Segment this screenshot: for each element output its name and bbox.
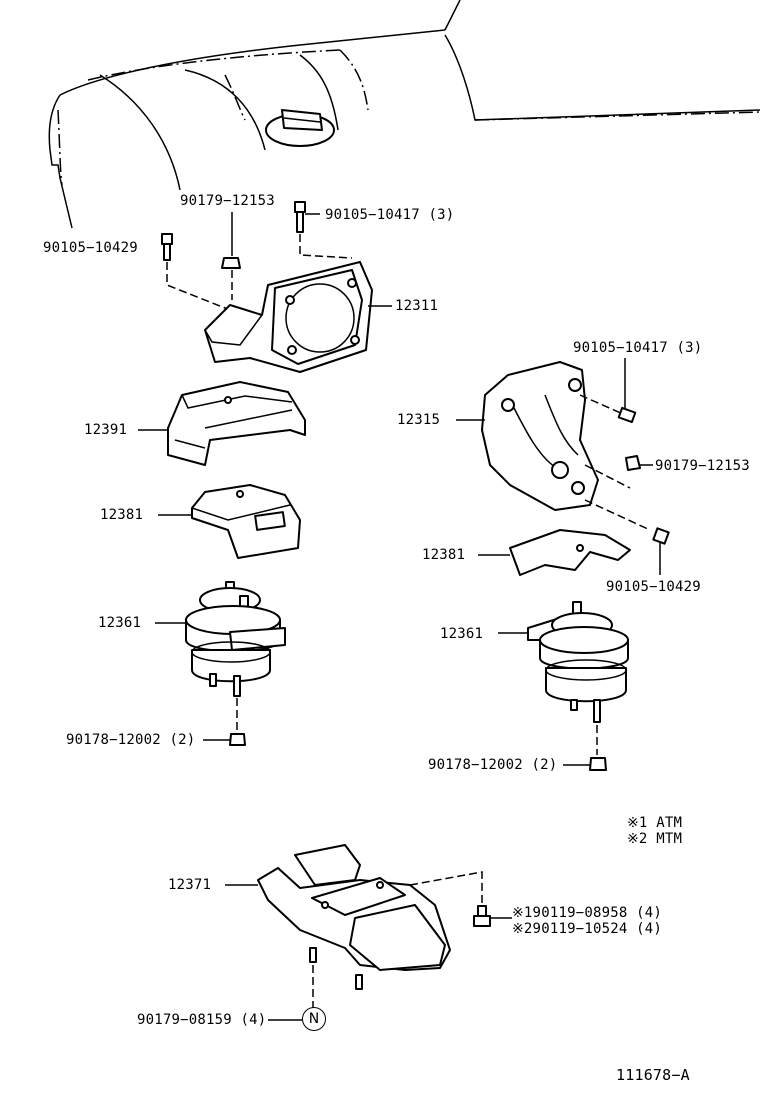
label-nut-08159: 90179−08159 (4) bbox=[137, 1012, 267, 1028]
bolt-10429-left-icon bbox=[161, 233, 231, 311]
figure-code: 111678−A bbox=[616, 1066, 690, 1084]
label-insulator-12361-right: 12361 bbox=[440, 626, 484, 642]
insulator-12361-left-shape bbox=[155, 581, 286, 730]
label-member-12371: 12371 bbox=[168, 877, 212, 893]
label-nut-12153-right: 90179−12153 bbox=[655, 458, 750, 474]
bolt-10417-left-icon bbox=[294, 201, 353, 259]
bolt-10429-right-icon bbox=[652, 527, 670, 575]
label-stopper-12381-left: 12381 bbox=[100, 507, 144, 523]
bolt-10417-right-icon bbox=[617, 358, 637, 424]
label-bolt-10429-left: 90105−10429 bbox=[43, 240, 138, 256]
engine-outline bbox=[48, 0, 760, 229]
insulator-12391-shape bbox=[138, 381, 306, 466]
label-bolt-10429-right: 90105−10429 bbox=[606, 579, 701, 595]
label-bracket-12311: 12311 bbox=[395, 298, 439, 314]
nut-12153-left-icon bbox=[221, 212, 241, 300]
stopper-12381-right-shape bbox=[478, 529, 631, 576]
nut-12002-left-icon bbox=[203, 733, 246, 746]
label-insulator-12391: 12391 bbox=[84, 422, 128, 438]
label-bolt-10524: ※290119−10524 (4) bbox=[512, 921, 662, 937]
label-stopper-12381-right: 12381 bbox=[422, 547, 466, 563]
label-bracket-12315: 12315 bbox=[397, 412, 441, 428]
bolt-08958-icon bbox=[473, 905, 512, 927]
nut-12002-right-icon bbox=[563, 757, 607, 771]
label-nut-12002-left: 90178−12002 (2) bbox=[66, 732, 196, 748]
insulator-12361-right-shape bbox=[498, 601, 629, 755]
legend-mtm: ※2 MTM bbox=[627, 831, 683, 847]
label-bolt-10417-right: 90105−10417 (3) bbox=[573, 340, 703, 356]
label-bolt-10417-left: 90105−10417 (3) bbox=[325, 207, 455, 223]
bracket-12315-shape bbox=[456, 361, 651, 531]
label-nut-12002-right: 90178−12002 (2) bbox=[428, 757, 558, 773]
label-bolt-08958: ※190119−08958 (4) bbox=[512, 905, 662, 921]
nut-12153-right-icon bbox=[625, 455, 653, 471]
bracket-12311-shape bbox=[204, 261, 392, 373]
legend-atm: ※1 ATM bbox=[627, 815, 683, 831]
circle-n-marker: N bbox=[302, 1007, 326, 1031]
member-12371-shape bbox=[225, 844, 483, 1008]
label-nut-12153-left: 90179−12153 bbox=[180, 193, 275, 209]
label-insulator-12361-left: 12361 bbox=[98, 615, 142, 631]
stopper-12381-left-shape bbox=[158, 484, 301, 559]
